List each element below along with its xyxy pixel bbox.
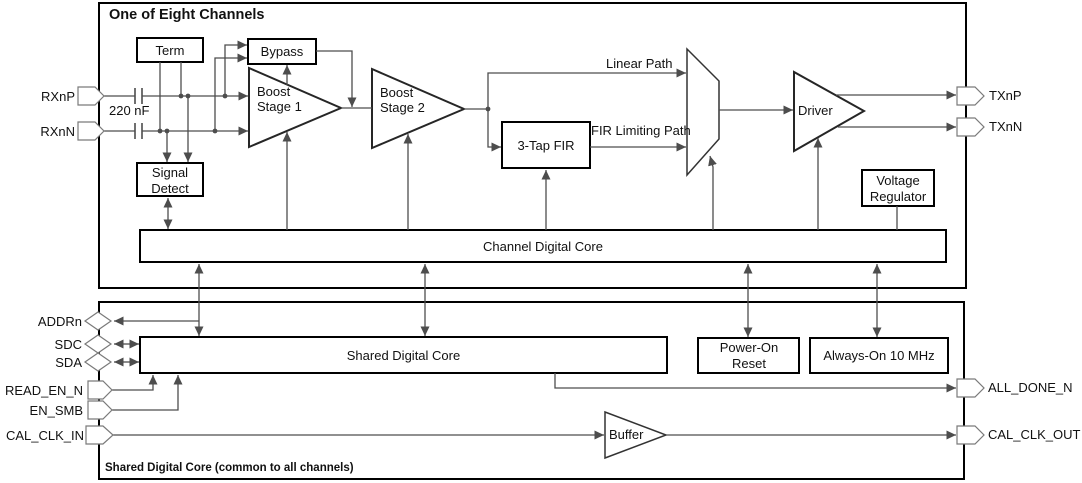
cal-clk-in-label: CAL_CLK_IN [5,428,84,443]
junction-dot [164,128,170,134]
wire-bypass-in1 [224,40,247,96]
addrn-label: ADDRn [37,314,82,329]
term-box [136,37,204,63]
boost-stage-1-triangle [248,66,344,149]
pins [77,86,985,445]
pin-txnn [956,117,985,137]
pin-cal-clk-in [85,425,114,445]
sda-label: SDA [55,355,82,370]
driver-triangle [793,70,867,153]
pin-addrn [83,311,113,331]
en-smb-label: EN_SMB [29,403,83,418]
shared-section-title: Shared Digital Core (common to all chann… [105,462,354,474]
shared-section-box [98,301,965,480]
pin-txnp [956,86,985,106]
linear-path-label: Linear Path [606,56,673,71]
sdc-label: SDC [54,337,82,352]
pin-sdc [83,334,113,354]
pin-rxnp [77,86,105,106]
fir-label: 3-Tap FIR [517,138,575,153]
pin-rxnn [77,121,105,141]
junction-dot [178,93,184,99]
power-on-reset-box [697,337,800,374]
pin-cal-clk-out [956,425,985,445]
pin-all-done-n [956,378,985,398]
cal-clk-out-label: CAL_CLK_OUT [988,427,1081,442]
wire-fir-in [487,109,501,152]
boost-stage-2-label: Boost Stage 2 [380,85,425,115]
pin-sda [83,352,113,372]
pin-read-en-n [87,380,113,400]
boost-stage-1-label: Boost Stage 1 [257,84,302,114]
all-done-n-label: ALL_DONE_N [988,380,1073,395]
signal-detect-box [136,162,204,197]
term-label: Term [155,43,185,58]
read-en-n-label: READ_EN_N [4,383,83,398]
fir-limiting-path-label: FIR Limiting Path [591,123,691,138]
voltage-regulator-label: Voltage Regulator [869,173,927,204]
channel-digital-core-box [139,229,947,263]
shared-digital-core-label: Shared Digital Core [346,348,461,363]
signal-detect-label: Signal Detect [151,165,189,196]
wire-en-smb [112,375,183,411]
wire-bypass-in2 [214,53,247,131]
buffer-label: Buffer [609,427,644,442]
junction-dot [212,128,218,134]
power-on-reset-label: Power-On Reset [719,340,779,371]
channel-digital-core-label: Channel Digital Core [483,239,603,254]
buffer-triangle [604,410,669,460]
bypass-label: Bypass [260,44,304,59]
coupling-cap-label: 220 nF [109,103,150,118]
wire-mux-ctrl [708,155,717,230]
fir-box [501,121,591,169]
junction-dot [185,93,191,99]
txnp-label: TXnP [989,88,1022,103]
driver-label: Driver [798,103,833,118]
junction-dot [485,106,491,112]
always-on-osc-box [809,337,949,374]
wire-read-en-n [112,375,158,391]
junction-dots [157,93,491,134]
txnn-label: TXnN [989,119,1023,134]
channel-section-title: One of Eight Channels [109,7,265,23]
mux-trapezoid [686,47,720,177]
junction-dot [222,93,228,99]
wire-bypass-out [316,50,357,107]
rxnp-label: RXnP [41,89,75,104]
wire-all-done-n [554,373,956,393]
rxnn-label: RXnN [40,124,75,139]
wires [104,40,956,440]
always-on-osc-label: Always-On 10 MHz [823,348,935,363]
voltage-regulator-box [861,169,935,207]
wire-linear-path [487,68,686,109]
junction-dot [157,128,163,134]
shared-digital-core-box [139,336,668,374]
pin-en-smb [87,400,113,420]
